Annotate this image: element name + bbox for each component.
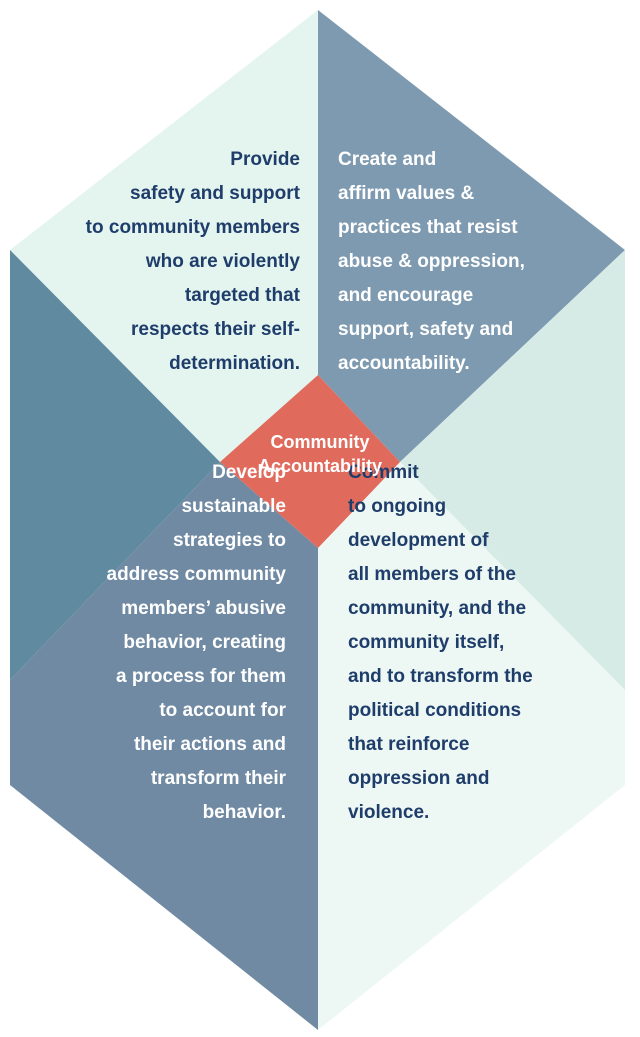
text-line: address community	[106, 564, 287, 585]
text-line: safety and support	[130, 183, 300, 204]
text-line: development of	[348, 530, 489, 551]
bottom-right-text: Commit to ongoing development of all member…	[348, 456, 608, 830]
text-line: a process for them	[116, 666, 286, 687]
text-line: strategies to	[173, 530, 286, 551]
text-line: community itself,	[348, 632, 505, 653]
text-line: targeted that	[184, 285, 300, 306]
text-line: respects their self-	[131, 319, 300, 340]
text-line: behavior, creating	[123, 632, 286, 653]
text-line: abuse & oppression,	[338, 251, 525, 272]
text-line: and encourage	[338, 285, 474, 306]
text-line: determination.	[169, 353, 300, 374]
top-right-panel	[318, 10, 625, 462]
center-label-line-1: Community	[270, 432, 370, 452]
bottom-left-panel	[10, 462, 318, 1030]
text-line: transform their	[150, 768, 286, 789]
text-line: to community members	[85, 217, 300, 238]
text-line: and to transform the	[348, 666, 533, 687]
center-label: Community Accountability	[230, 430, 410, 478]
text-line: who are violently	[145, 251, 300, 272]
text-line: all members of the	[348, 564, 516, 585]
top-right-text: Create and affirm values & practices that …	[338, 143, 588, 381]
text-line: that reinforce	[348, 734, 470, 755]
text-line: accountability.	[338, 353, 470, 374]
left-strip-upper	[10, 250, 220, 680]
center-diamond	[220, 375, 400, 548]
bottom-right-panel	[318, 462, 625, 1030]
text-line: sustainable	[181, 496, 286, 517]
bottom-left-text: Develop sustainable strategies to address c…	[30, 456, 287, 830]
text-line: political conditions	[348, 700, 522, 721]
text-line: behavior.	[202, 802, 286, 823]
text-line: affirm values &	[338, 183, 475, 204]
text-line: practices that resist	[338, 217, 518, 238]
text-line: to ongoing	[348, 496, 447, 517]
text-line: to account for	[159, 700, 286, 721]
top-left-text: Provide safety and support to community me…	[30, 143, 300, 381]
text-line: their actions and	[133, 734, 286, 755]
text-line: support, safety and	[338, 319, 514, 340]
text-line: Provide	[230, 149, 300, 170]
top-left-panel	[10, 10, 318, 462]
text-line: violence.	[348, 802, 430, 823]
text-line: Develop	[212, 462, 286, 483]
text-line: Create and	[338, 149, 437, 170]
text-line: Commit	[348, 462, 419, 483]
right-strip-upper	[400, 250, 625, 690]
text-line: members’ abusive	[121, 598, 286, 619]
text-line: community, and the	[348, 598, 527, 619]
center-label-line-2: Accountability	[257, 456, 382, 476]
text-line: oppression and	[348, 768, 490, 789]
